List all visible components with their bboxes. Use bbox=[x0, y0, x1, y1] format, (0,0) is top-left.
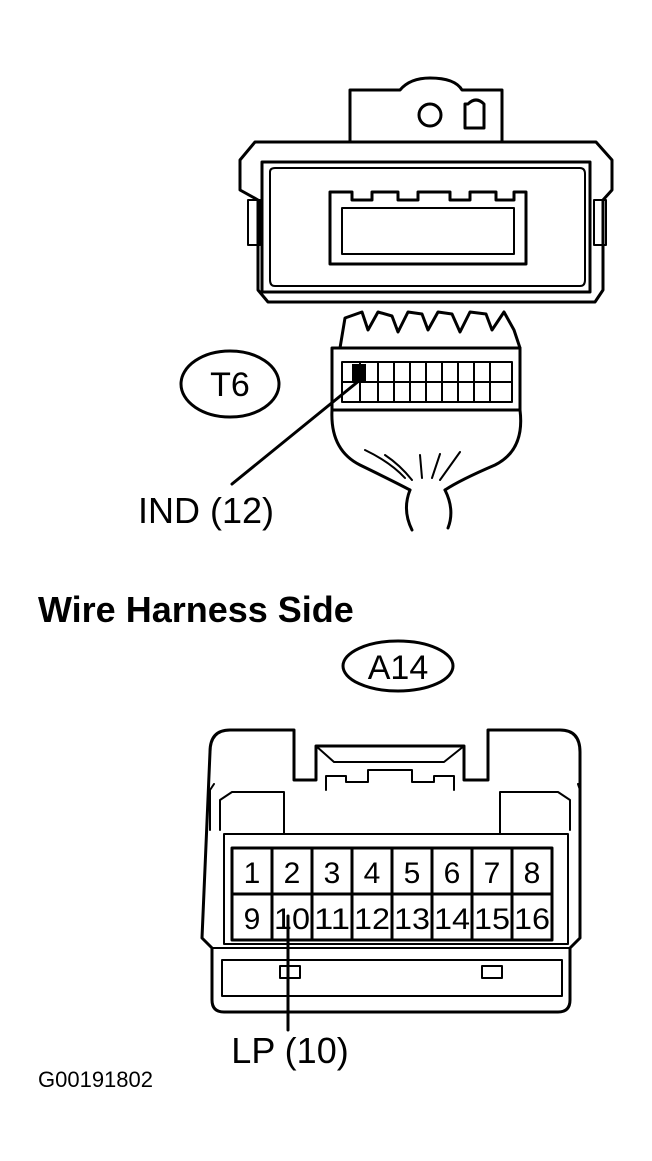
component-housing bbox=[238, 76, 614, 304]
connector-a14: 1 2 3 4 5 6 7 8 9 10 11 12 13 14 15 16 bbox=[200, 728, 582, 1014]
section-title: Wire Harness Side bbox=[38, 589, 354, 630]
pin-label: 10 bbox=[274, 903, 310, 936]
pin-label: 11 bbox=[314, 903, 350, 936]
pin-label: 14 bbox=[434, 903, 470, 936]
pin-label: 13 bbox=[394, 903, 430, 936]
pin-label: 6 bbox=[444, 857, 461, 890]
pin-ind-highlight bbox=[352, 364, 366, 382]
t6-badge: T6 bbox=[179, 349, 281, 419]
pin-label: 9 bbox=[244, 903, 261, 936]
ind-leader-line bbox=[230, 378, 362, 486]
a14-badge: A14 bbox=[341, 639, 455, 693]
a14-badge-label: A14 bbox=[368, 649, 429, 687]
a14-pin-grid: 1 2 3 4 5 6 7 8 9 10 11 12 13 14 15 16 bbox=[230, 846, 554, 942]
connector-plug-t6 bbox=[330, 310, 523, 532]
pin-label: 2 bbox=[284, 857, 301, 890]
pin-label: 4 bbox=[364, 857, 381, 890]
ind-callout: IND (12) bbox=[138, 490, 274, 531]
pin-label: 12 bbox=[354, 903, 390, 936]
pin-label: 5 bbox=[404, 857, 421, 890]
pin-label: 1 bbox=[244, 857, 261, 890]
pin-label: 16 bbox=[514, 903, 550, 936]
pin-grid bbox=[341, 361, 513, 403]
pin-label: 15 bbox=[474, 903, 510, 936]
lp-callout: LP (10) bbox=[231, 1030, 348, 1071]
figure-code: G00191802 bbox=[38, 1067, 153, 1092]
pin-label: 7 bbox=[484, 857, 501, 890]
t6-badge-label: T6 bbox=[210, 366, 250, 404]
pin-label: 8 bbox=[524, 857, 541, 890]
pin-label: 3 bbox=[324, 857, 341, 890]
